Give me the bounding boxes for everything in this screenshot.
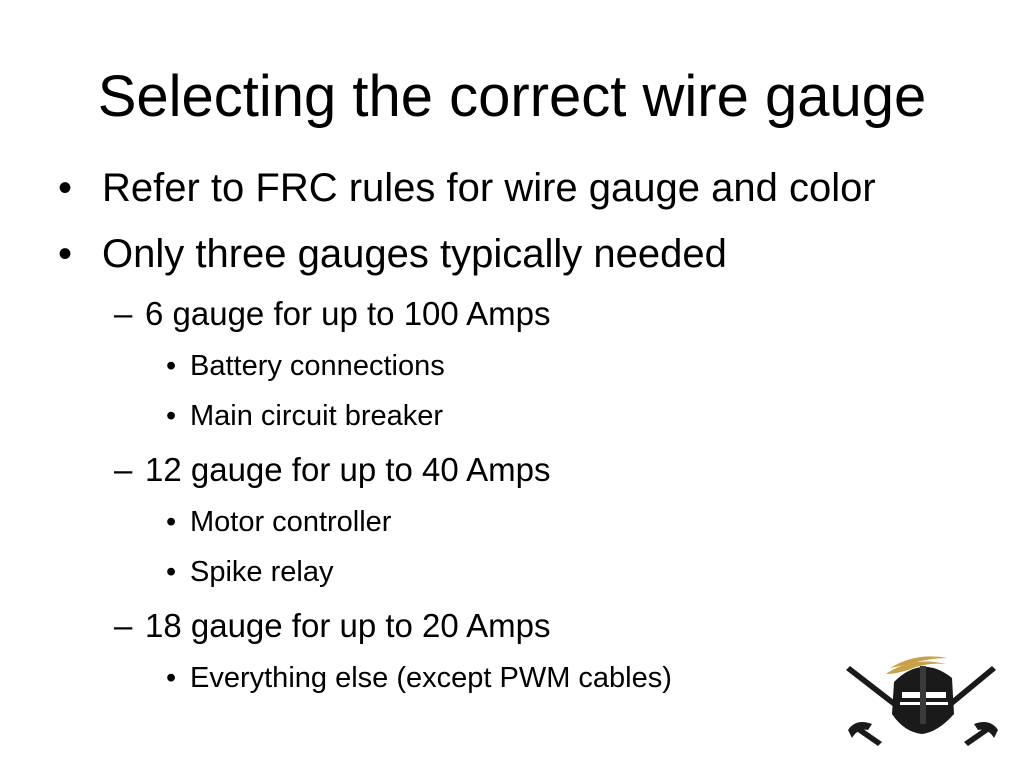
sub-sub-bullet-marker: • <box>166 556 177 588</box>
sub-sub-bullet-marker: • <box>166 506 177 538</box>
sub-bullet-marker: – <box>114 295 133 332</box>
bullet-text: Refer to FRC rules for wire gauge and co… <box>102 166 876 210</box>
bullet-text: Only three gauges typically needed <box>102 232 727 276</box>
sub-sub-bullet-marker: • <box>166 400 177 432</box>
sub-bullet-marker: – <box>114 607 133 644</box>
sub-bullet-marker: – <box>114 451 133 488</box>
sub-sub-bullet-text: Everything else (except PWM cables) <box>190 662 672 694</box>
sub-sub-bullet-text: Main circuit breaker <box>190 400 444 432</box>
sub-bullet-text: 12 gauge for up to 40 Amps <box>145 451 551 488</box>
sub-sub-bullet-text: Battery connections <box>190 350 445 382</box>
sub-sub-bullet-marker: • <box>166 662 177 694</box>
sub-bullet-text: 18 gauge for up to 20 Amps <box>145 607 551 644</box>
bullet-marker: • <box>58 166 73 210</box>
sub-sub-bullet-text: Spike relay <box>190 556 334 588</box>
bullet-marker: • <box>58 232 73 276</box>
pirate-helmet-crossed-swords-icon <box>842 652 1002 752</box>
sub-sub-bullet-marker: • <box>166 350 177 382</box>
sub-bullet-text: 6 gauge for up to 100 Amps <box>145 295 551 332</box>
sub-sub-bullet-text: Motor controller <box>190 506 392 538</box>
slide-title: Selecting the correct wire gauge <box>97 64 927 129</box>
